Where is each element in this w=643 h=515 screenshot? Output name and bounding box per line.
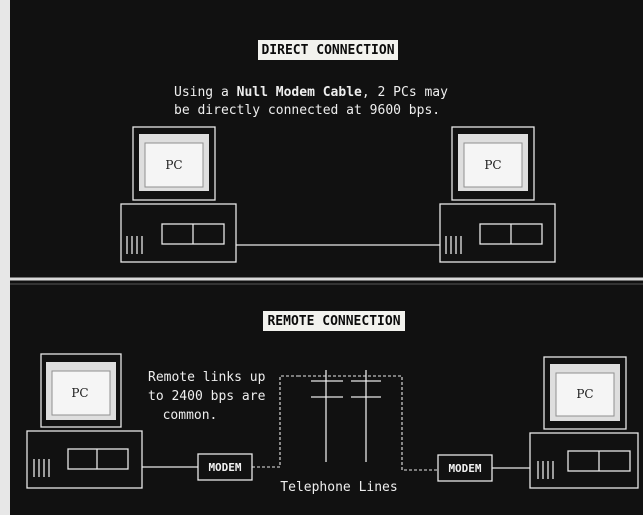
remote-right-pc: PC — [529, 356, 639, 489]
system-unit — [439, 203, 556, 263]
remote-caption-line3: common. — [163, 408, 218, 423]
pc-label: PC — [576, 387, 593, 401]
pc-label: PC — [484, 158, 501, 172]
remote-caption-line1: Remote links up — [148, 370, 266, 385]
monitor-frame — [451, 126, 535, 201]
remote-connection-section: REMOTE CONNECTION Remote links up to 240… — [26, 311, 639, 495]
pc-label: PC — [71, 386, 88, 400]
monitor-frame — [543, 356, 627, 430]
direct-connection-section: DIRECT CONNECTION Using a Null Modem Cab… — [120, 40, 556, 263]
monitor-inner — [555, 372, 615, 417]
system-unit — [26, 430, 143, 489]
monitor-inner — [144, 142, 204, 188]
remote-left-pc: PC — [26, 353, 143, 489]
monitor-frame — [132, 126, 216, 201]
telephone-lines: Telephone Lines — [280, 370, 438, 495]
vent-slots — [537, 461, 554, 479]
direct-caption-bold: Null Modem Cable — [237, 85, 362, 100]
remote-title-background — [263, 311, 405, 331]
left-modem: MODEM — [197, 453, 253, 481]
drive-bay — [67, 448, 129, 470]
left-telephone-cable — [252, 375, 298, 468]
system-unit — [120, 203, 237, 263]
monitor-inner — [463, 142, 523, 188]
telephone-poles — [325, 370, 367, 462]
modem-label: MODEM — [208, 461, 241, 474]
remote-title: REMOTE CONNECTION — [267, 314, 400, 329]
vent-slots — [33, 459, 50, 477]
vent-slots — [126, 236, 143, 254]
right-modem: MODEM — [437, 454, 493, 482]
monitor-frame — [40, 353, 122, 428]
direct-caption-pre: Using a — [174, 85, 237, 100]
direct-caption-post: , 2 PCs may — [362, 85, 448, 100]
telephone-line-run — [298, 375, 438, 471]
direct-left-pc: PC — [120, 126, 237, 263]
telephone-lines-label: Telephone Lines — [280, 480, 397, 495]
direct-caption-line2: be directly connected at 9600 bps. — [174, 103, 440, 118]
modem-label: MODEM — [448, 462, 481, 475]
section-divider — [10, 277, 643, 285]
monitor-inner — [51, 370, 111, 416]
direct-title-background — [258, 40, 398, 60]
system-unit — [529, 432, 639, 489]
vent-slots — [445, 236, 462, 254]
direct-title-box: DIRECT CONNECTION — [258, 40, 398, 60]
remote-title-box: REMOTE CONNECTION — [263, 311, 405, 331]
remote-caption-line2: to 2400 bps are — [148, 389, 266, 404]
pc-label: PC — [165, 158, 182, 172]
pole-crossarms — [311, 380, 381, 398]
direct-caption-line1: Using a Null Modem Cable, 2 PCs may — [174, 85, 448, 100]
direct-right-pc: PC — [439, 126, 556, 263]
direct-title: DIRECT CONNECTION — [261, 43, 394, 58]
